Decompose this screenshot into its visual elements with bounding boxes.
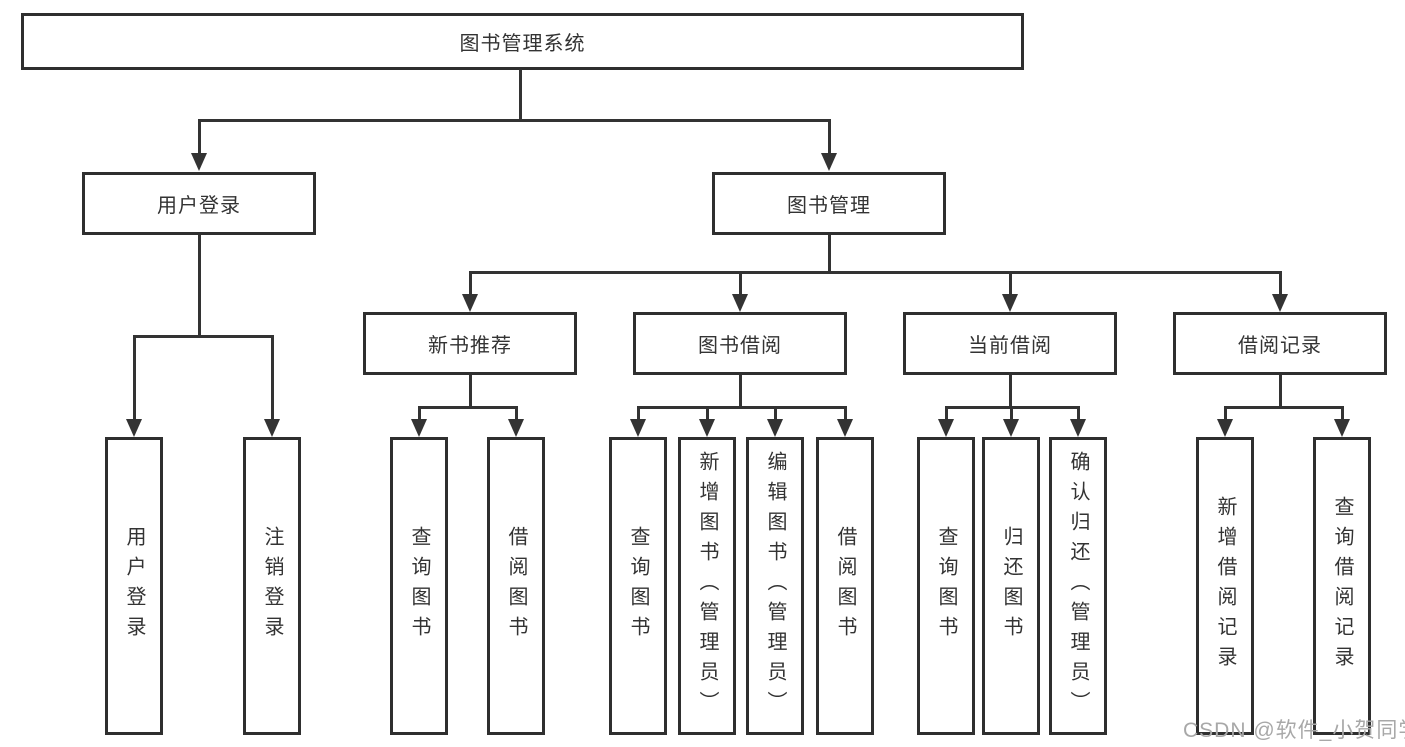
arrow-down-icon [821,153,837,171]
connector-line [774,406,777,419]
leaf-edit-books-admin: 编辑图书（管理员） [746,437,804,735]
connector-line [1224,406,1227,419]
connector-line [1341,406,1344,419]
leaf-add-borrow-record: 新增借阅记录 [1196,437,1254,735]
leaf-add-books-admin: 新增图书（管理员） [678,437,736,735]
leaf-logout-login: 注销登录 [243,437,301,735]
connector-line [706,406,709,419]
arrow-down-icon [462,294,478,312]
connector-line [844,406,847,419]
csdn-watermark: CSDN @软件_小贺同学 [1183,719,1405,742]
connector-line [637,406,640,419]
leaf-query-books-borrow: 查询图书 [609,437,667,735]
arrow-down-icon [1070,419,1086,437]
arrow-down-icon [191,153,207,171]
node-user-login: 用户登录 [82,172,316,235]
leaf-user-login: 用户登录 [105,437,163,735]
connector-line [418,406,421,419]
connector-line [515,406,518,419]
connector-line [1279,271,1282,294]
node-book-management-system: 图书管理系统 [21,13,1024,70]
leaf-return-books: 归还图书 [982,437,1040,735]
arrow-down-icon [1334,419,1350,437]
arrow-down-icon [767,419,783,437]
node-new-book-recommend: 新书推荐 [363,312,577,375]
leaf-borrow-books-recommend: 借阅图书 [487,437,545,735]
node-book-borrow: 图书借阅 [633,312,847,375]
connector-line [133,335,136,419]
connector-line [828,235,831,271]
leaf-query-books-current: 查询图书 [917,437,975,735]
connector-line [133,335,274,338]
connector-line [198,119,201,153]
connector-line [469,375,472,406]
connector-line [469,271,472,294]
connector-line [1279,375,1282,406]
connector-line [1077,406,1080,419]
node-borrow-records: 借阅记录 [1173,312,1387,375]
leaf-borrow-books-borrow: 借阅图书 [816,437,874,735]
connector-line [945,406,948,419]
arrow-down-icon [630,419,646,437]
arrow-down-icon [1003,419,1019,437]
leaf-confirm-return-admin: 确认归还（管理员） [1049,437,1107,735]
node-current-borrow: 当前借阅 [903,312,1117,375]
arrow-down-icon [699,419,715,437]
node-book-management: 图书管理 [712,172,946,235]
arrow-down-icon [732,294,748,312]
arrow-down-icon [264,419,280,437]
connector-line [637,406,847,409]
connector-line [739,271,742,294]
connector-line [1009,271,1012,294]
connector-line [739,375,742,406]
connector-line [1009,375,1012,406]
connector-line [519,69,522,119]
connector-line [469,271,1282,274]
arrow-down-icon [411,419,427,437]
connector-line [198,119,831,122]
arrow-down-icon [126,419,142,437]
connector-line [828,119,831,153]
arrow-down-icon [508,419,524,437]
arrow-down-icon [1002,294,1018,312]
arrow-down-icon [938,419,954,437]
connector-line [198,235,201,335]
connector-line [271,335,274,419]
leaf-query-borrow-record: 查询借阅记录 [1313,437,1371,735]
connector-line [1010,406,1013,419]
connector-line [1224,406,1344,409]
arrow-down-icon [1217,419,1233,437]
arrow-down-icon [837,419,853,437]
leaf-query-books-recommend: 查询图书 [390,437,448,735]
arrow-down-icon [1272,294,1288,312]
connector-line [418,406,518,409]
